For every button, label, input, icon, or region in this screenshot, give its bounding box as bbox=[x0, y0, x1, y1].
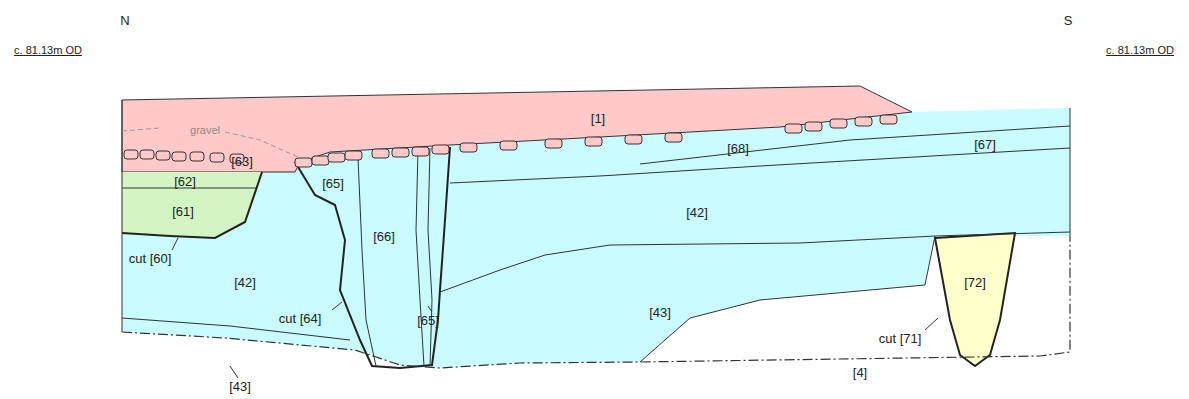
layer-line bbox=[428, 148, 432, 366]
level-label: c. 81.13m OD bbox=[14, 43, 82, 58]
layer-line bbox=[440, 232, 1070, 292]
topsoil-layer bbox=[122, 86, 912, 172]
cut-number: cut [64] bbox=[279, 311, 322, 326]
context-number: [61] bbox=[172, 204, 194, 219]
context-number: [43] bbox=[649, 305, 671, 320]
stone bbox=[392, 148, 409, 157]
stone bbox=[545, 139, 562, 148]
context-number: [72] bbox=[964, 275, 986, 290]
pit-fill bbox=[122, 172, 262, 238]
layer-line bbox=[416, 150, 424, 366]
context-number: [63] bbox=[231, 154, 253, 169]
stone bbox=[372, 149, 389, 158]
stone bbox=[172, 152, 186, 161]
layer-line bbox=[640, 236, 935, 362]
stone bbox=[500, 141, 517, 150]
stone bbox=[855, 117, 872, 126]
level-label: c. 81.13m OD bbox=[1106, 43, 1174, 58]
orientation-label: S bbox=[1064, 13, 1073, 28]
context-number: [67] bbox=[974, 137, 996, 152]
deposit-note: gravel bbox=[190, 123, 220, 138]
cut-line bbox=[295, 147, 450, 368]
stone bbox=[412, 147, 429, 156]
stone bbox=[345, 151, 362, 160]
stone bbox=[328, 153, 345, 162]
stone bbox=[140, 150, 154, 159]
context-number: [66] bbox=[373, 229, 395, 244]
orientation-label: N bbox=[120, 13, 129, 28]
stone bbox=[295, 158, 312, 167]
stone bbox=[585, 137, 602, 146]
context-number: [1] bbox=[591, 111, 605, 126]
stone bbox=[124, 150, 138, 159]
layer-line bbox=[358, 158, 376, 366]
context-number: [43] bbox=[229, 379, 251, 394]
context-number: [42] bbox=[686, 205, 708, 220]
stone bbox=[190, 152, 204, 161]
leader-line bbox=[172, 238, 938, 378]
context-number: [65] bbox=[417, 313, 439, 328]
stone bbox=[460, 143, 477, 152]
context-number: [65] bbox=[322, 176, 344, 191]
posthole-fill bbox=[935, 233, 1015, 366]
cut-number: cut [60] bbox=[129, 251, 172, 266]
cut-line bbox=[122, 172, 262, 238]
context-number: [68] bbox=[727, 141, 749, 156]
layer-line bbox=[640, 126, 1070, 164]
layer-line bbox=[450, 148, 1070, 183]
context-number: [62] bbox=[174, 174, 196, 189]
stone bbox=[625, 135, 642, 144]
stone bbox=[156, 151, 170, 160]
stone bbox=[665, 133, 682, 142]
stone bbox=[830, 119, 847, 128]
stone bbox=[432, 145, 449, 154]
context-number: [42] bbox=[234, 275, 256, 290]
stone bbox=[210, 153, 224, 162]
section-edge bbox=[122, 100, 1070, 332]
stone bbox=[880, 115, 897, 124]
limit-of-excavation bbox=[122, 236, 1070, 368]
stone bbox=[785, 124, 802, 133]
cut-number: cut [71] bbox=[879, 331, 922, 346]
stone bbox=[312, 156, 329, 165]
stone bbox=[805, 122, 822, 131]
context-number: [4] bbox=[853, 365, 867, 380]
